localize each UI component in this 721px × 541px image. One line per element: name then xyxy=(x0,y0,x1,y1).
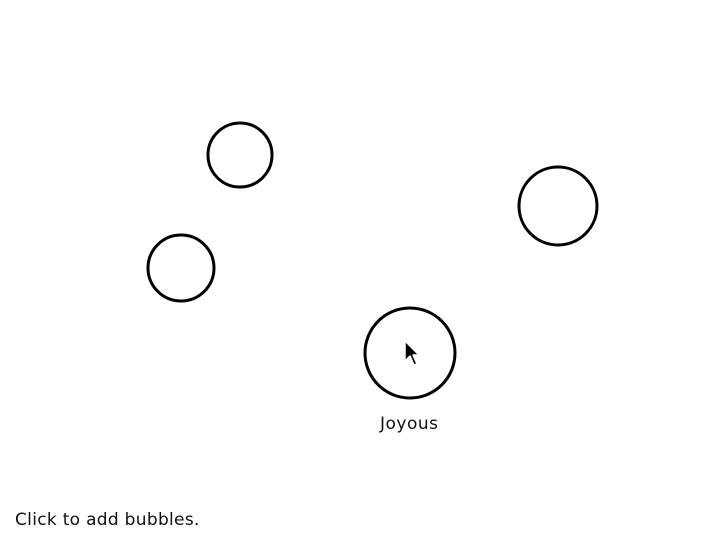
bubble-2[interactable] xyxy=(146,233,216,303)
bubble-1[interactable] xyxy=(206,121,274,189)
instructions-text: Click to add bubbles. xyxy=(15,510,200,530)
bubble-3[interactable] xyxy=(517,165,599,247)
bubble-4[interactable] xyxy=(363,306,457,400)
bubble-label: Joyous xyxy=(380,414,439,434)
